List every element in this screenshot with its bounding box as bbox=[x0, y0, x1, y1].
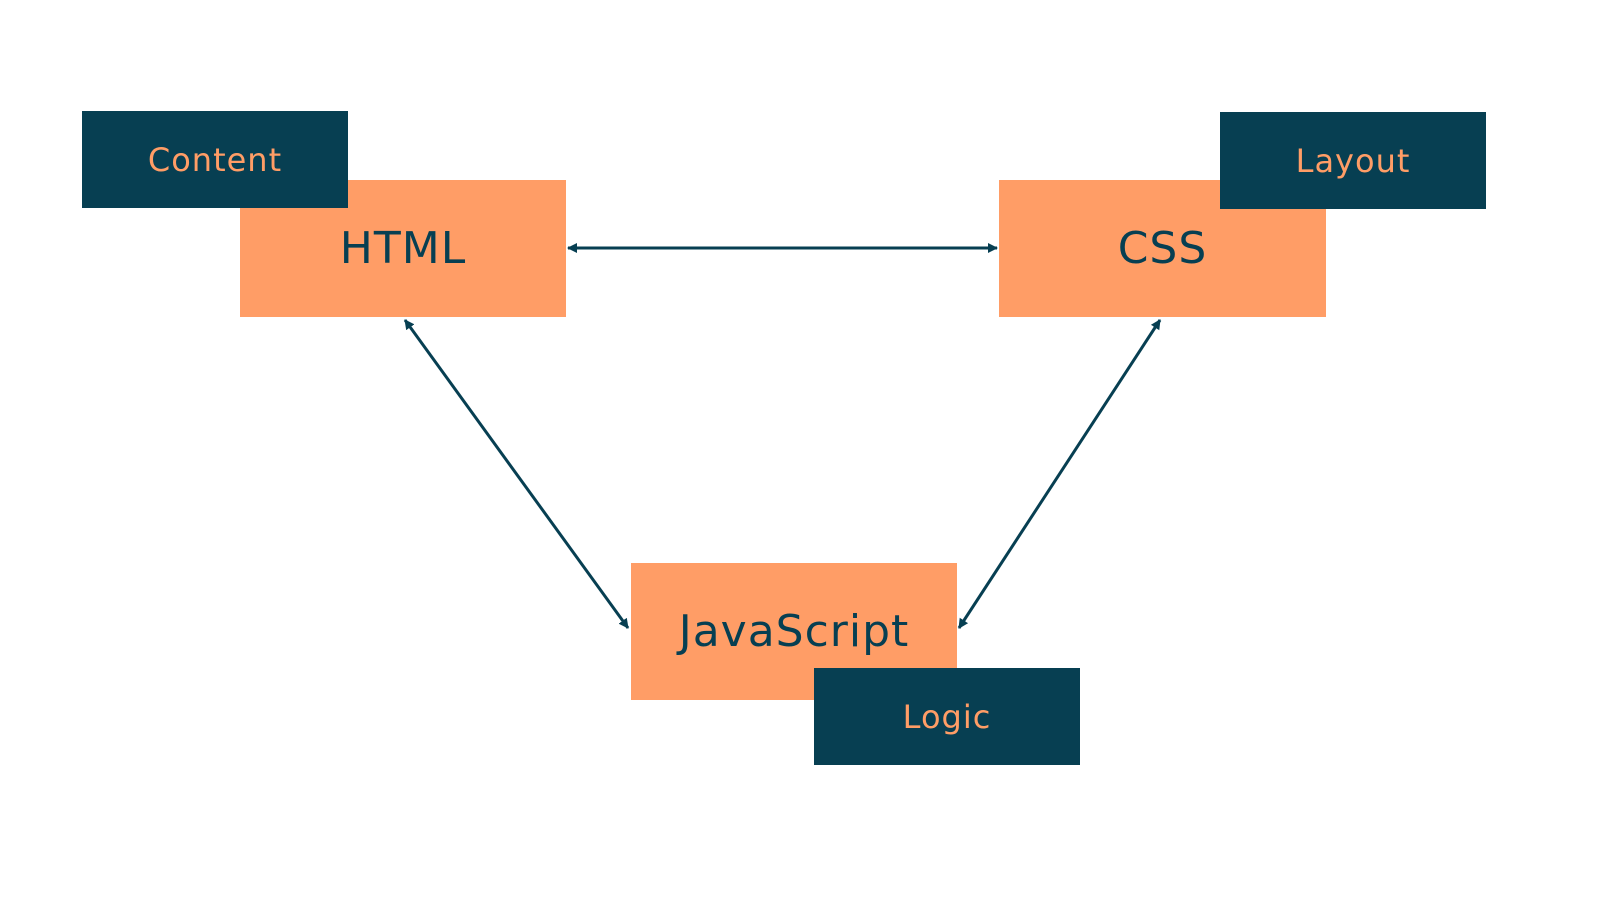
layout-role-label: Layout bbox=[1295, 141, 1411, 180]
css-node-label: CSS bbox=[1117, 223, 1208, 274]
edge-css-javascript bbox=[957, 319, 1162, 629]
html-node-label: HTML bbox=[339, 223, 467, 274]
javascript-node-label: JavaScript bbox=[678, 606, 910, 657]
content-role-label: Content bbox=[147, 140, 283, 179]
logic-role-label: Logic bbox=[902, 697, 992, 736]
logic-role-tag: Logic bbox=[814, 668, 1080, 765]
content-role-tag: Content bbox=[82, 111, 348, 208]
edge-html-javascript bbox=[403, 319, 630, 629]
layout-role-tag: Layout bbox=[1220, 112, 1486, 209]
